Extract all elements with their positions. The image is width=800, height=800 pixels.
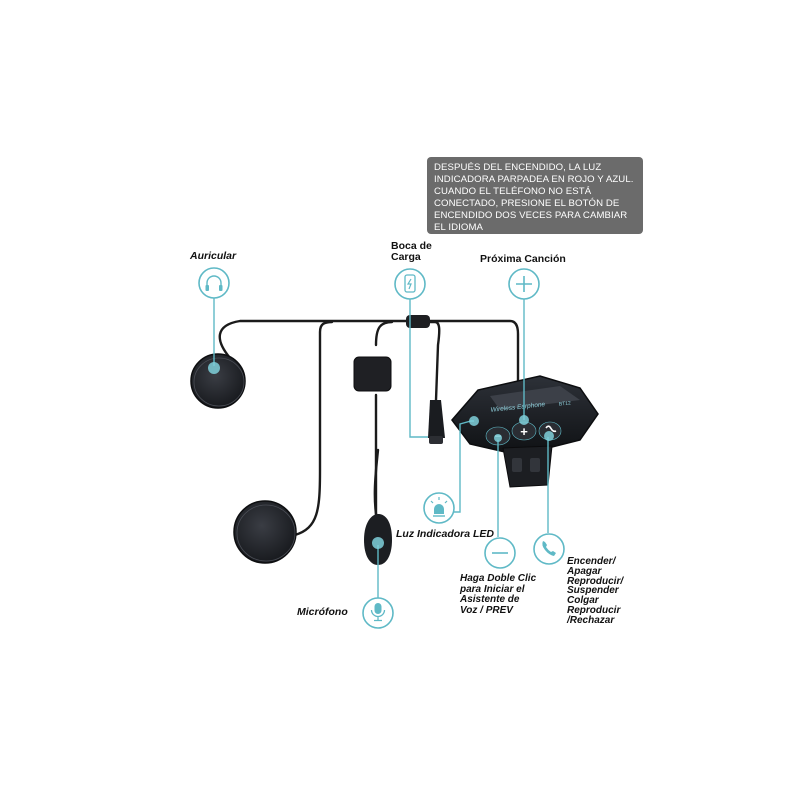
speaker-pad-top (190, 353, 246, 409)
speaker-pad-top-rim (193, 357, 245, 407)
speaker-pad-bottom (233, 500, 297, 564)
bluetooth-device: Wireless Earphone BT12 − + (451, 375, 599, 488)
speaker-pad-bottom-rim (236, 504, 296, 562)
cable-clip (406, 315, 430, 328)
label-encender-line: Colgar (567, 595, 599, 607)
label-microfono: Micrófono (297, 606, 348, 618)
label-proxima-cancion: Próxima Canción (480, 253, 566, 265)
phone-handset-icon (533, 533, 565, 565)
label-doble-clic-line: Voz / PREV (460, 604, 513, 616)
phone-charging-icon (394, 268, 426, 300)
charging-connector (428, 400, 445, 438)
velcro-mount (353, 356, 392, 392)
label-doble-clic: Haga Doble Clic para Iniciar el Asistent… (460, 573, 537, 616)
charging-connector-tip (429, 436, 443, 444)
label-doble-clic-line: Haga Doble Clic (460, 573, 537, 584)
minus-icon (484, 537, 516, 569)
label-boca-de-carga-line: Carga (391, 251, 421, 263)
cables (218, 319, 520, 537)
label-boca-de-carga: Boca de Carga (391, 241, 432, 263)
label-encender-line: Reproducir/ (567, 575, 624, 587)
label-encender-line: Suspender (567, 585, 619, 597)
label-auricular: Auricular (190, 250, 237, 262)
label-encender: Encender/ Apagar Reproducir/ Suspender C… (567, 557, 623, 626)
label-doble-clic-line: para Iniciar el (460, 583, 525, 595)
label-doble-clic-line: Asistente de (460, 594, 520, 605)
microphone-icon (362, 597, 394, 629)
label-luz-indicadora: Luz Indicadora LED (396, 528, 495, 540)
label-encender-line: Apagar (567, 565, 602, 577)
info-note: DESPUÉS DEL ENCENDIDO, LA LUZ INDICADORA… (427, 157, 643, 234)
device-plus-button[interactable]: + (520, 424, 528, 439)
headphones-icon (198, 267, 230, 299)
callout-dots (208, 362, 554, 549)
led-light-icon (423, 492, 455, 524)
plus-icon (508, 268, 540, 300)
label-encender-line: Reproducir (567, 604, 621, 616)
device-model-text: BT12 (559, 400, 572, 407)
label-encender-line: Encender/ (567, 556, 616, 567)
label-encender-line: /Rechazar (567, 614, 615, 626)
label-boca-de-carga-line: Boca de (391, 240, 432, 252)
